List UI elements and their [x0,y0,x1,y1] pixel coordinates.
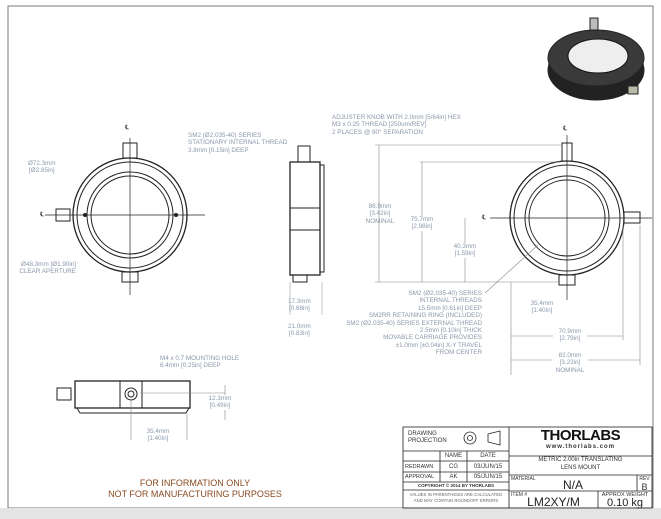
centerline-symbol: ℄ [125,124,130,131]
approval-date: 05/JUN/15 [473,474,503,480]
dim-mm: 40.3mm [453,243,477,250]
title-line: METRIC 2.00in TRANSLATING [538,457,623,463]
product-image [547,17,645,101]
note-line: 2.5mm [0.10in] THICK [419,327,482,335]
side-dim-2: 21.0mm[0.83in] [288,323,311,338]
dim-mm: Ø72.3mm [28,160,56,167]
dim-in: [3.42in] [369,210,391,218]
material-value: N/A [562,478,583,492]
callout-line: 2 PLACES @ 90° SEPARATION [332,128,423,136]
dim-mm: 12.3mm [208,395,232,402]
height-dim: 75.7mm[2.98in] [406,216,438,231]
rev-label: REV [639,476,650,482]
dim-mm: 86.9mm [368,203,392,210]
redrawn-date: 03/JUN/15 [473,464,503,470]
weight-value: 0.10 kg [606,497,644,509]
disclaimer-line: NOT FOR MANUFACTURING PURPOSES [108,489,282,499]
dim-mm: 21.0mm [288,323,311,330]
side-view [289,145,325,315]
rev-value: B [641,482,648,492]
material-label: MATERIAL [511,476,536,482]
dim-in: [1.40in] [147,435,169,443]
width-dim: 70.9mm[2.79in] [553,328,587,343]
callout-line: M3 x 0.25 THREAD [250um/REV] [332,121,427,129]
dim-in: [2.98in] [411,223,433,231]
callout-line: M4 x 0.7 MOUNTING HOLE [160,355,240,362]
aperture-dim: Ø48.3mm [Ø1.90in]CLEAR APERTURE [8,261,76,276]
note-line: SM2 (Ø2.035-40) SERIES [408,290,483,297]
note-line: 15.5mm [0.61in] DEEP [417,304,482,312]
dim-in: [Ø2.85in] [29,167,55,175]
copyright: COPYRIGHT © 2014 BY THORLABS [417,483,495,488]
side-dim-1: 17.3mm[0.68in] [288,298,311,313]
projection-label: DRAWING PROJECTION [408,431,447,444]
dim-mm: 70.9mm [558,328,582,335]
width-nominal-dim: 82.0mm[3.23in]NOMINAL [552,352,588,375]
note-line: VALUES IN PARENTHESIS ARE CALCULATED [409,492,503,497]
back-view [375,135,652,375]
dim-in: [2.79in] [559,335,581,343]
dim-mm: 75.7mm [410,216,434,223]
title-line: LENS MOUNT [560,464,601,471]
callout-line: 6.4mm [0.25in] DEEP [160,362,221,370]
height-nominal-dim: 86.9mm[3.42in]NOMINAL [362,203,398,225]
name-header: NAME [444,453,463,459]
note-line: SM2RR RETAINING RING (INCLUDED) [368,312,482,320]
thorlabs-logo: THORLABS [540,427,621,444]
callout-line: ADJUSTER KNOB WITH 2.0mm [5/64in] HEX [332,114,461,121]
weight-label: APPROX WEIGHT [601,492,649,498]
dim-mm: 35.4mm [530,300,554,307]
dim-in: [0.68in] [289,305,310,313]
note-line: SM2 (Ø2.035-40) SERIES EXTERNAL THREAD [346,319,482,327]
bottom-view [56,380,226,440]
callout-line: STATIONARY INTERNAL THREAD [188,139,288,147]
note-line: AND MAY CONTAIN ROUNDOFF ERRORS [413,498,499,503]
item-label: ITEM # [511,492,528,498]
item-number: LM2XY/M [527,495,580,509]
title-block [402,426,653,509]
note-line: ±1.0mm [±0.04in] X-Y TRAVEL [395,341,482,349]
front-view [45,138,205,295]
offset-dim: 35.4mm[1.40in] [527,300,557,315]
approval-name: AK [449,474,458,480]
dim-in: [1.40in] [531,307,553,315]
dim-label: NOMINAL [555,366,585,374]
dim-label: CLEAR APERTURE [19,268,76,276]
callout-line: SM2 (Ø2.035-40) SERIES [188,132,262,139]
centerline-symbol: ℄ [482,214,487,221]
centerline-symbol: ℄ [563,125,568,132]
dim-mm: 82.0mm [558,352,582,359]
dim-label: NOMINAL [365,217,395,225]
website: www.thorlabs.com [545,444,616,450]
approval-label: APPROVAL [405,474,435,480]
dim-in: [3.23in] [559,359,581,367]
dim-in: [0.83in] [289,330,310,338]
bottom-offset-dim: 35.4mm[1.40in] [143,428,173,443]
note-line: FROM CENTER [435,349,482,357]
dim-mm: Ø48.3mm [Ø1.90in] [21,261,76,268]
disclaimer-line: FOR INFORMATION ONLY [139,478,251,488]
date-header: DATE [480,453,496,459]
dim-mm: 17.3mm [288,298,311,305]
dim-in: [0.49in] [209,402,231,410]
redrawn-label: REDRAWN [405,464,434,470]
dim-in: [1.59in] [454,250,476,258]
callout-line: 3.8mm [0.15in] DEEP [188,146,249,154]
note-line: MOVABLE CARRIAGE PROVIDES [383,334,482,342]
outer-diameter-dim: Ø72.3mm[Ø2.85in] [28,160,56,175]
centerline-symbol: ℄ [40,211,45,218]
center-height-dim: 40.3mm[1.59in] [449,243,481,258]
dim-mm: 35.4mm [146,428,170,435]
redrawn-name: CG [449,464,458,470]
bottom-height-dim: 12.3mm[0.49in] [205,395,235,410]
note-line: INTERNAL THREADS [419,297,482,305]
